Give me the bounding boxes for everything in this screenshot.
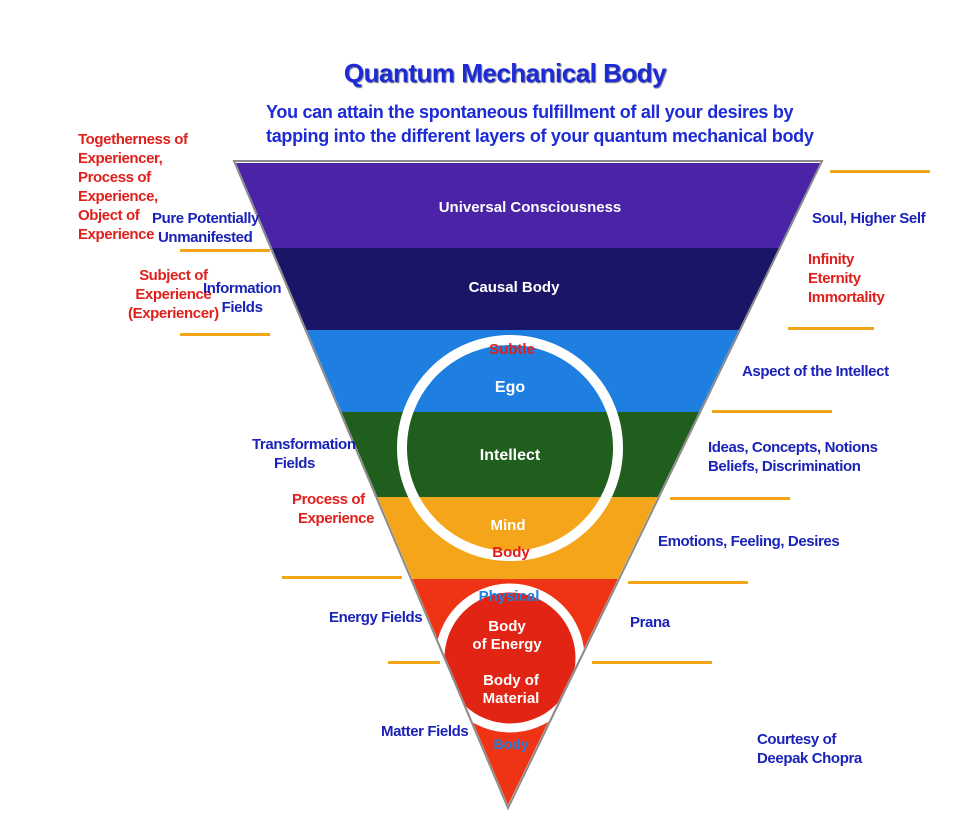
diagram-subtitle: You can attain the spontaneous fulfillme… (266, 100, 826, 148)
connector-line (788, 327, 874, 330)
label-aspect-of-intellect: Aspect of the Intellect (742, 363, 889, 380)
layer-body-subtle: Body (492, 544, 530, 561)
layer-universal-consciousness: Universal Consciousness (439, 199, 622, 216)
connector-line (712, 410, 832, 413)
diagram-title: Quantum Mechanical Body (343, 58, 667, 88)
layer-intellect: Intellect (480, 447, 541, 464)
label-energy-fields: Energy Fields (329, 609, 423, 626)
label-soul-higher-self: Soul, Higher Self (812, 210, 926, 227)
layer-subtle: Subtle (489, 341, 535, 358)
layer-mind: Mind (491, 517, 526, 534)
subtitle-line-2: tapping into the different layers of you… (266, 126, 814, 146)
layer-body-of-material-1: Body of (483, 672, 540, 689)
label-pure-potentially: Pure Potentially Unmanifested (152, 210, 259, 246)
label-ideas-concepts: Ideas, Concepts, Notions Beliefs, Discri… (708, 439, 878, 475)
label-subject-of-experience: Subject of Experience (Experiencer) (128, 267, 219, 322)
layer-ego: Ego (495, 379, 525, 396)
label-transformation-fields: Transformation Fields (252, 436, 356, 472)
connector-line (628, 581, 748, 584)
label-process-of-experience: Process of Experience (292, 491, 375, 527)
band-universal-consciousness (236, 163, 820, 248)
label-infinity: Infinity Eternity Immortality (808, 251, 885, 306)
label-togetherness: Togetherness of Experiencer, Process of … (78, 131, 188, 243)
connector-line (180, 333, 270, 336)
connector-line (592, 661, 712, 664)
connector-line (830, 170, 930, 173)
layer-body-physical: Body (494, 736, 529, 752)
label-emotions: Emotions, Feeling, Desires (658, 533, 840, 550)
subtitle-line-1: You can attain the spontaneous fulfillme… (266, 102, 794, 122)
connector-line (282, 576, 402, 579)
label-prana: Prana (630, 614, 670, 631)
label-courtesy: Courtesy of Deepak Chopra (757, 731, 862, 767)
physical-body-circle (435, 583, 585, 733)
connector-line (388, 661, 440, 664)
band-causal-body (236, 248, 820, 330)
label-information-fields: Information Fields (203, 280, 282, 316)
layer-body-of-material-2: Material (483, 690, 540, 707)
layer-body-of-energy-1: Body (488, 618, 526, 635)
layer-causal-body: Causal Body (469, 279, 561, 296)
subtle-body-circle (397, 335, 623, 561)
connector-line (180, 249, 270, 252)
layer-body-of-energy-2: of Energy (472, 636, 542, 653)
connector-line (670, 497, 790, 500)
layer-physical: Physical (479, 588, 540, 605)
label-matter-fields: Matter Fields (381, 723, 469, 740)
